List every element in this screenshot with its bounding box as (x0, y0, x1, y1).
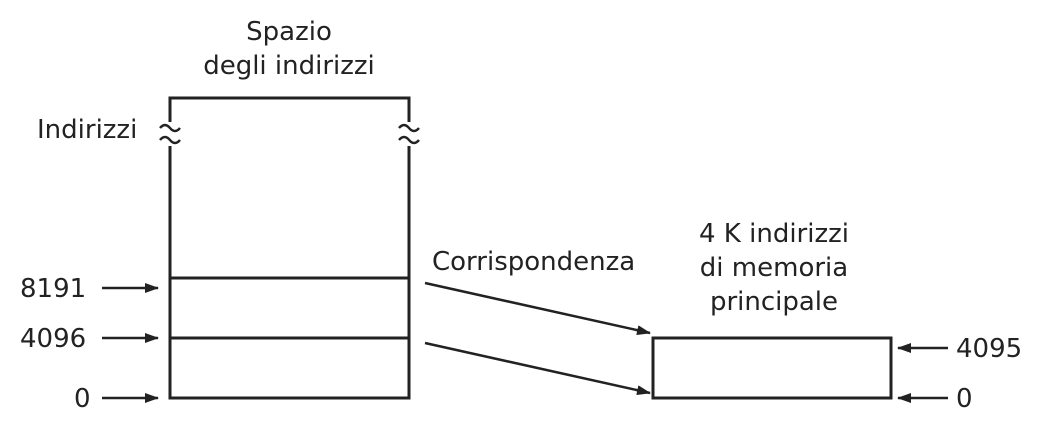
address-mark-4096-label: 4096 (20, 324, 86, 354)
address-space-box (168, 96, 411, 400)
main-memory-title-line3: principale (710, 287, 838, 317)
main-memory-title-line1: 4 K indirizzi (699, 219, 849, 249)
memory-mark-4095-label: 4095 (956, 334, 1022, 364)
address-space-title-line2: degli indirizzi (203, 51, 375, 81)
address-space-title-line1: Spazio (246, 17, 332, 47)
addresses-label: Indirizzi (37, 115, 137, 145)
address-mark-0-label: 0 (74, 384, 91, 414)
mapping-arrow-upper (424, 281, 651, 336)
memory-mark-0-label: 0 (956, 384, 973, 414)
address-mark-8191-label: 8191 (20, 274, 86, 304)
main-memory-box (651, 336, 893, 400)
main-memory-title-line2: di memoria (700, 253, 848, 283)
mapping-label: Corrispondenza (432, 247, 635, 277)
break-mark-left-icon (158, 122, 182, 146)
mapping-arrow-lower (424, 341, 651, 396)
break-mark-right-icon (397, 122, 421, 146)
